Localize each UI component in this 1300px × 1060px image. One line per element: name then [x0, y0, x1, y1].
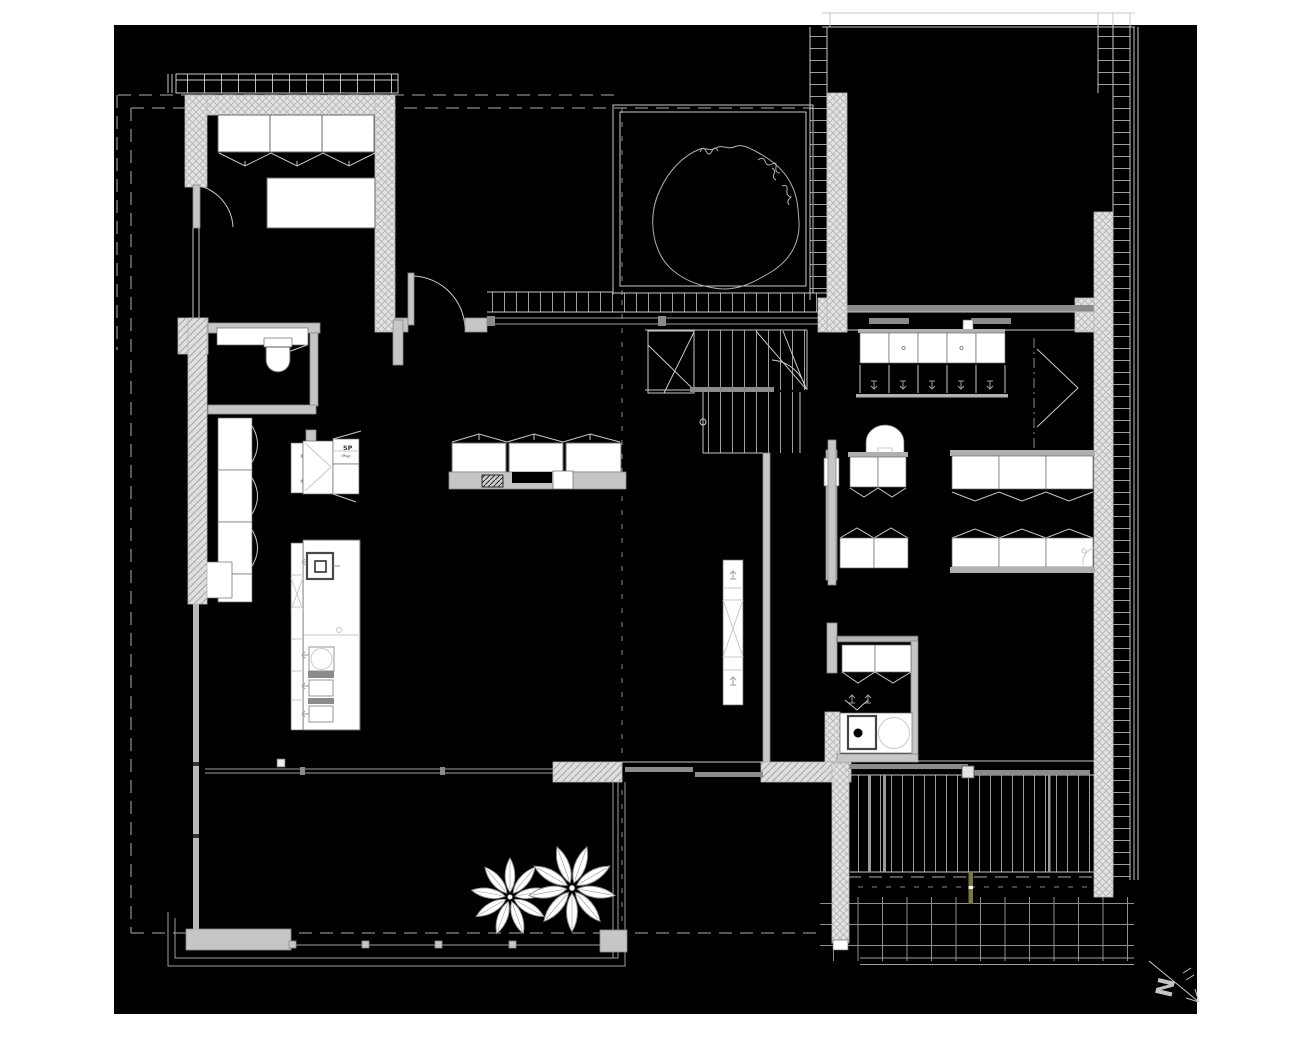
washer-drum — [878, 717, 910, 749]
threshold-left — [552, 761, 623, 783]
island-drawer-strip — [290, 542, 304, 731]
utility-room — [824, 622, 919, 763]
island-appliance-2 — [308, 705, 334, 723]
stair-post — [699, 418, 707, 426]
wc-wall-right — [309, 332, 319, 407]
west-window-band — [193, 604, 199, 930]
bedroom-door-swing — [199, 185, 234, 228]
wc-vanity — [216, 327, 309, 346]
deck-walkway-strips — [487, 12, 1139, 880]
deck-door-post — [961, 765, 975, 779]
utility-wall-top — [836, 635, 919, 643]
toilet — [263, 337, 293, 373]
cabinet-row-top — [856, 329, 1008, 398]
terrace-pad-right — [599, 929, 628, 953]
stair-winder — [755, 330, 807, 390]
bedroom-wall-top — [186, 94, 394, 116]
terrace-pad-left — [185, 928, 292, 951]
bedroom-wall-right — [374, 94, 396, 333]
fireplace-box — [481, 474, 504, 488]
bedroom-wall-left-upper — [184, 94, 208, 188]
south-glazing — [205, 768, 553, 774]
island-basin — [308, 646, 335, 672]
right-wing-wall-left — [826, 92, 848, 333]
right-window-head — [847, 305, 1094, 312]
wc-wall-bottom — [207, 404, 317, 415]
island-appliance-1 — [308, 679, 334, 697]
utility-wall-bottom — [836, 753, 919, 763]
west-wall — [187, 317, 208, 605]
sink-drain — [853, 728, 863, 738]
deck-boards — [850, 775, 1094, 872]
bedroom-wardrobe — [217, 114, 376, 167]
entry-door-leaf — [407, 272, 415, 326]
bedroom-window-left — [192, 228, 200, 318]
bedroom-trellis — [167, 73, 399, 94]
column-marker — [276, 758, 286, 768]
courtyard-frame-inner — [619, 111, 807, 287]
cabinet-door-arc — [1082, 547, 1095, 566]
shelf-unit — [722, 559, 744, 706]
north-arrow-line — [1148, 960, 1200, 1003]
bedroom — [184, 94, 396, 333]
stair-treads-lower — [703, 392, 800, 453]
kitchen: SP — [205, 417, 362, 731]
stair-break-zone — [647, 330, 695, 394]
dressing-partition — [827, 439, 837, 586]
appliance-label: SP — [343, 444, 353, 452]
fridge — [302, 440, 334, 495]
island-knob — [336, 627, 342, 633]
sliding-door-leaf-1 — [625, 767, 693, 772]
sliding-sash-2 — [971, 318, 1011, 324]
sliding-door-leaf-2 — [695, 772, 763, 777]
tall-cabinet-column — [205, 417, 258, 603]
stair-handrail — [690, 387, 774, 392]
plant-1 — [470, 857, 550, 936]
plant-2 — [527, 844, 617, 933]
tree-canopy — [652, 145, 800, 290]
south-wall — [205, 758, 852, 783]
bedroom-door-leaf — [192, 184, 201, 229]
hall-wall-stub — [392, 319, 404, 366]
kitchen-sink — [305, 551, 340, 581]
pavement-tiles — [820, 897, 1134, 961]
deck-door-leaf-2 — [966, 770, 1090, 775]
bedroom-bed — [266, 177, 376, 229]
entry-door-swing — [413, 275, 466, 328]
appliance-unit: SP — [290, 429, 362, 503]
bifold-door — [1036, 348, 1079, 428]
right-wing-wall-right — [1093, 211, 1114, 898]
spine-wall — [762, 452, 771, 771]
dressing-niche — [865, 424, 905, 457]
utility-wall-left-top — [826, 622, 838, 674]
sliding-sash-1 — [869, 318, 909, 324]
rear-deck — [820, 760, 1134, 965]
deck-wall-left — [831, 762, 850, 944]
wall-stub-right — [464, 317, 488, 333]
staircase — [645, 329, 808, 454]
window-mullion-post — [962, 319, 974, 331]
deck-door-leaf-1 — [846, 764, 968, 769]
right-wing — [722, 92, 1114, 898]
sideboard — [448, 433, 627, 490]
sideboard-device — [552, 470, 574, 490]
north-arrow: N — [1148, 960, 1200, 1003]
terrace — [167, 317, 628, 967]
stair-treads-upper — [700, 330, 807, 390]
sideboard-recess — [512, 472, 552, 483]
terrace-outline — [167, 782, 626, 967]
kitchen-island — [290, 539, 361, 731]
courtyard — [487, 12, 1139, 880]
